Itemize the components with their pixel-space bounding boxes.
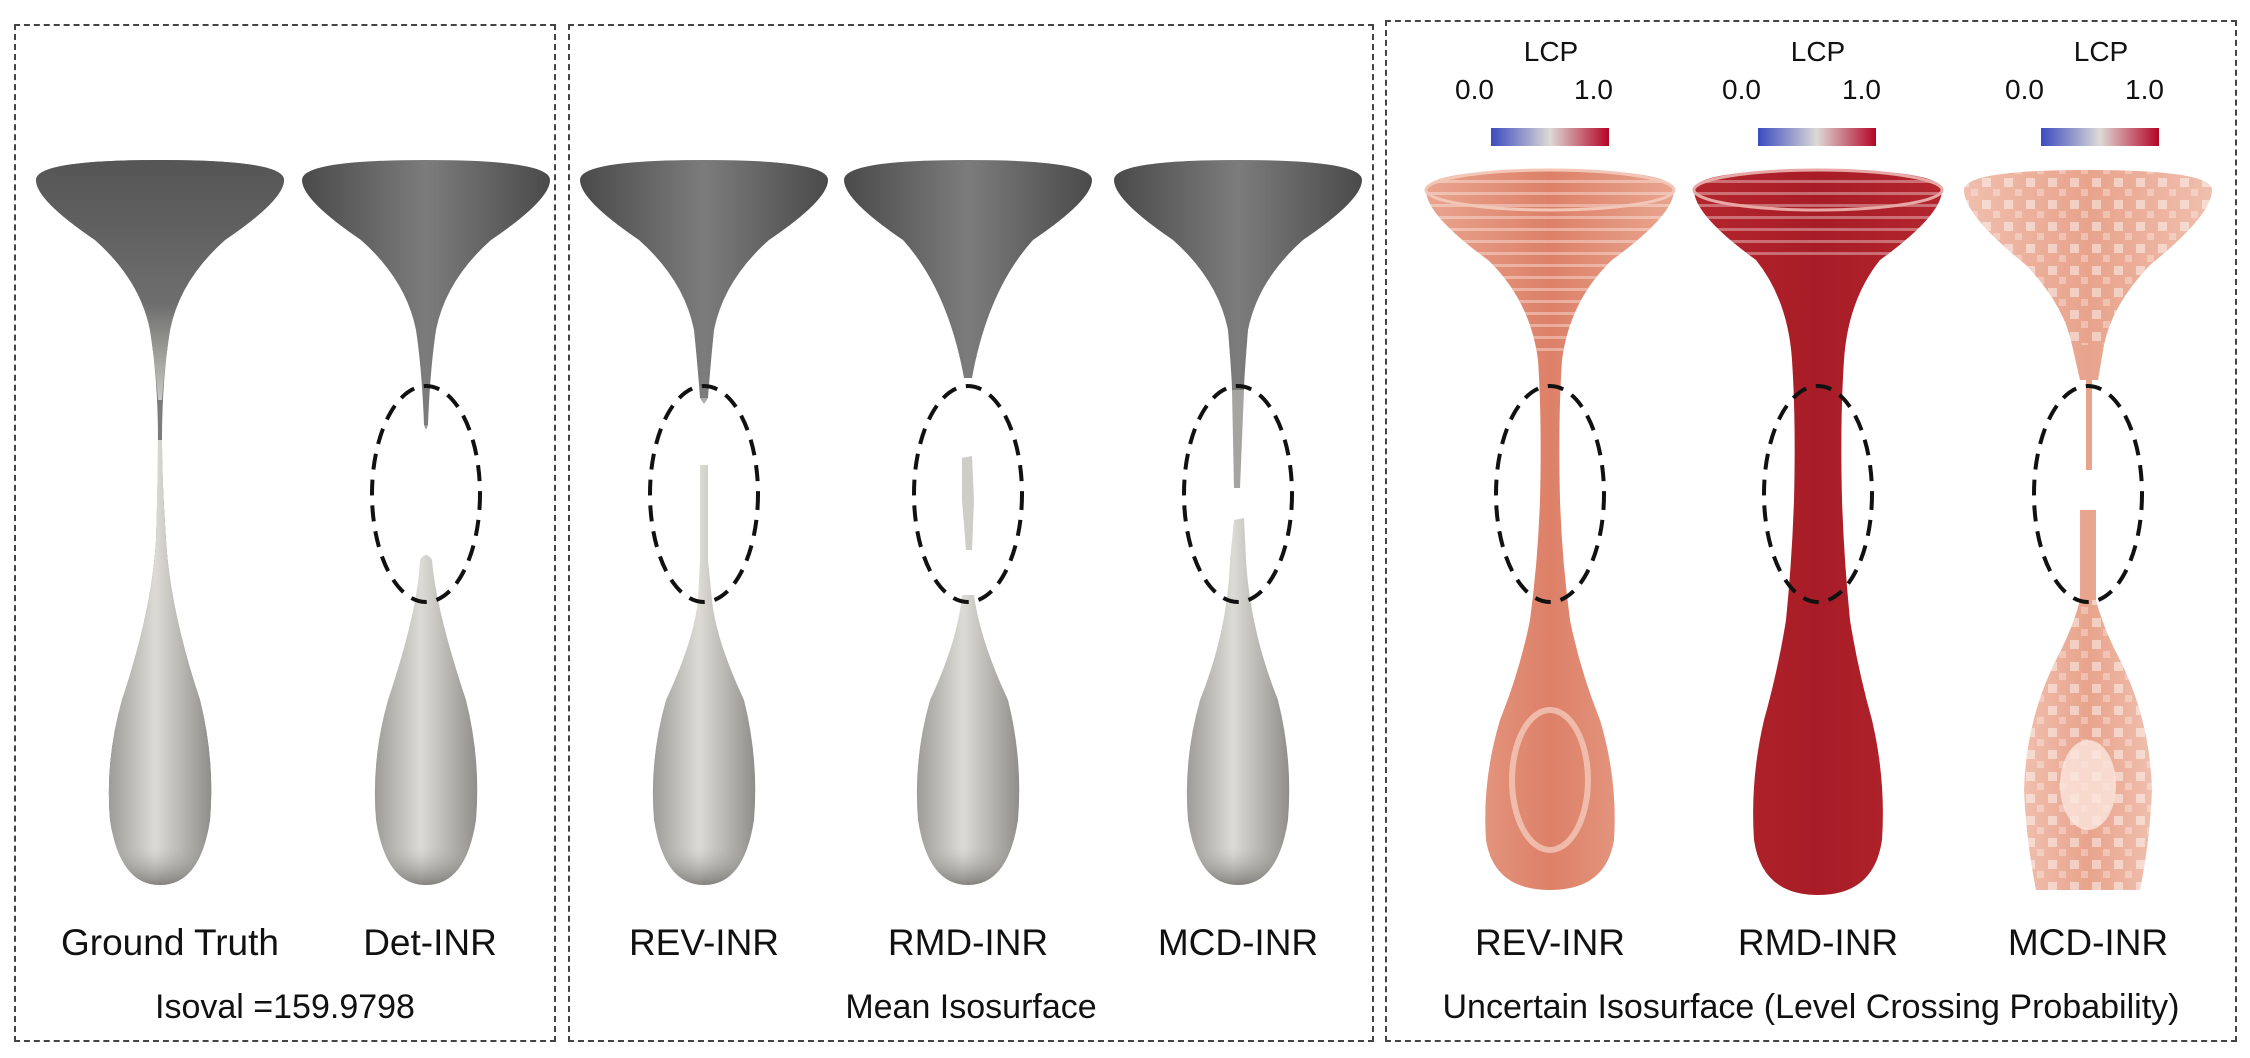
caption-mean-isosurface: Mean Isosurface bbox=[845, 988, 1097, 1026]
label-rmd-inr-lcp: RMD-INR bbox=[1737, 922, 1899, 963]
colorbar-min: 0.0 bbox=[1722, 74, 1761, 105]
mcd-inr-mean-surface bbox=[1114, 160, 1362, 885]
label-rev-inr-mean: REV-INR bbox=[628, 922, 780, 963]
colorbar-title: LCP bbox=[1790, 36, 1846, 67]
colorbar-min: 0.0 bbox=[1455, 74, 1494, 105]
colorbar-title: LCP bbox=[1523, 36, 1579, 67]
colorbar-max: 1.0 bbox=[1842, 74, 1881, 105]
label-rmd-inr-mean: RMD-INR bbox=[887, 922, 1049, 963]
colorbar-gradient bbox=[2041, 128, 2159, 146]
label-ground-truth: Ground Truth bbox=[60, 922, 279, 963]
colorbar-gradient bbox=[1758, 128, 1876, 146]
caption-uncertain-isosurface: Uncertain Isosurface (Level Crossing Pro… bbox=[1442, 988, 2180, 1026]
mcd-inr-lcp-surface bbox=[1964, 170, 2212, 890]
rev-inr-lcp-surface bbox=[1424, 168, 1676, 890]
colorbar-min: 0.0 bbox=[2005, 74, 2044, 105]
panel-uncertain-isosurface bbox=[1385, 20, 2237, 1042]
colorbar-gradient bbox=[1491, 128, 1609, 146]
panel-mean-isosurface bbox=[568, 24, 1374, 1042]
label-det-inr: Det-INR bbox=[363, 922, 497, 963]
label-mcd-inr-lcp: MCD-INR bbox=[2007, 922, 2169, 963]
rev-inr-mean-surface bbox=[580, 160, 828, 885]
label-rev-inr-lcp: REV-INR bbox=[1474, 922, 1626, 963]
label-mcd-inr-mean: MCD-INR bbox=[1157, 922, 1319, 963]
det-inr-surface bbox=[302, 160, 550, 885]
colorbar-max: 1.0 bbox=[1574, 74, 1613, 105]
ground-truth-surface bbox=[36, 160, 284, 885]
colorbar-title: LCP bbox=[2073, 36, 2129, 67]
colorbar-max: 1.0 bbox=[2125, 74, 2164, 105]
panel-ground-truth-det bbox=[14, 24, 556, 1042]
caption-isoval: Isoval =159.9798 bbox=[155, 988, 415, 1026]
rmd-inr-mean-surface bbox=[844, 160, 1092, 885]
rmd-inr-lcp-surface bbox=[1692, 168, 1944, 895]
